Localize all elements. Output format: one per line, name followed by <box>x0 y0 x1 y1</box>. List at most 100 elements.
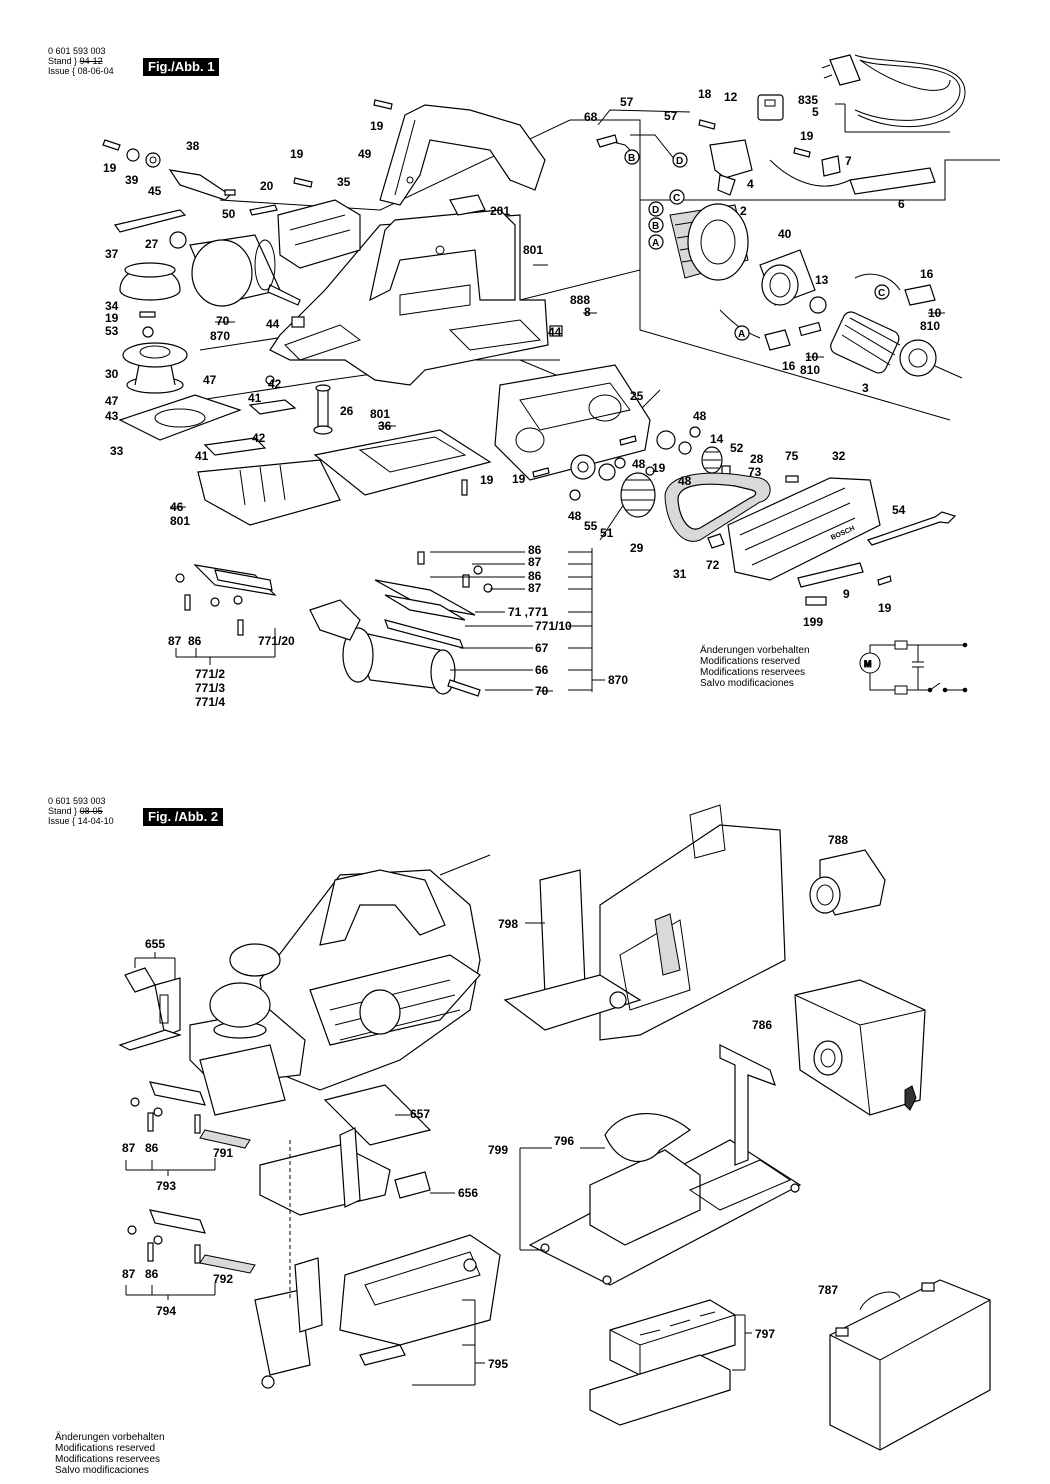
svg-text:201: 201 <box>490 204 510 218</box>
switch-4 <box>709 139 753 196</box>
svg-text:28: 28 <box>750 452 764 466</box>
svg-text:47: 47 <box>203 373 217 387</box>
scale-plate-43 <box>118 394 242 441</box>
svg-text:57: 57 <box>664 109 678 123</box>
blade-kit-792 <box>127 1209 256 1274</box>
svg-text:B: B <box>628 153 635 164</box>
bearing-55 <box>570 454 596 480</box>
svg-text:50: 50 <box>222 207 236 221</box>
fig1-issue-row: Issue { 08-06-04 <box>48 66 114 76</box>
svg-text:786: 786 <box>752 1018 772 1032</box>
cutter-drum-870 <box>189 234 301 307</box>
svg-text:13: 13 <box>815 273 829 287</box>
nut-44-left <box>291 316 305 328</box>
brush-10-lower <box>798 321 822 337</box>
svg-text:19: 19 <box>290 147 304 161</box>
svg-text:A: A <box>738 329 745 340</box>
marker-d: D <box>648 201 664 217</box>
bracket-794 <box>125 1283 216 1300</box>
svg-text:656: 656 <box>458 1186 478 1200</box>
circuit-schematic: M <box>859 640 968 695</box>
fig2-part-labels: 655 798 788 786 657 656 87 86 791 793 87… <box>122 833 848 1371</box>
screws <box>139 99 892 586</box>
strike-marks <box>170 264 945 692</box>
svg-text:52: 52 <box>730 441 744 455</box>
knob-34 <box>119 262 181 301</box>
svg-text:73: 73 <box>748 465 762 479</box>
bracket-793 <box>125 1158 216 1176</box>
svg-text:68: 68 <box>584 110 598 124</box>
svg-text:48: 48 <box>678 474 692 488</box>
label-46: 46 <box>170 500 184 514</box>
label-9 <box>797 562 864 588</box>
label-771-4: 771/4 <box>195 695 225 709</box>
svg-text:B: B <box>652 221 659 232</box>
label-771-10: 771/10 <box>535 619 572 633</box>
svg-text:67: 67 <box>535 641 549 655</box>
washer-53 <box>142 326 154 338</box>
svg-text:16: 16 <box>782 359 796 373</box>
bracket-799 <box>519 1147 605 1251</box>
label-10-lower: 10 <box>805 350 819 364</box>
marker-d-upper: D <box>672 152 688 168</box>
svg-text:39: 39 <box>125 173 139 187</box>
svg-text:19: 19 <box>480 473 494 487</box>
label-36: 36 <box>378 419 392 433</box>
svg-text:18: 18 <box>698 87 712 101</box>
stand-798 <box>503 804 786 1041</box>
fig2-drawing: 655 798 788 786 657 656 87 86 791 793 87… <box>118 804 991 1451</box>
label-835: 835 <box>798 93 818 107</box>
label-810-lower: 810 <box>800 363 820 377</box>
svg-text:41: 41 <box>195 449 209 463</box>
switch-cover-35 <box>277 199 361 269</box>
front-knob <box>209 982 271 1039</box>
power-cable-6 <box>769 54 966 195</box>
planer-housing <box>269 209 549 386</box>
svg-text:2: 2 <box>740 204 747 218</box>
notes-fig2: Änderungen vorbehalten Modifications res… <box>55 1432 165 1476</box>
note-line: Modifications reserved <box>700 656 801 667</box>
svg-text:25: 25 <box>630 389 644 403</box>
svg-text:A: A <box>652 238 659 249</box>
fig1-doc-number: 0 601 593 003 <box>48 46 106 56</box>
note-line: Salvo modificaciones <box>700 678 794 689</box>
bracket-870 <box>430 548 605 692</box>
svg-text:87: 87 <box>122 1141 136 1155</box>
svg-text:86: 86 <box>145 1267 159 1281</box>
bracket-655 <box>134 952 176 980</box>
svg-text:87: 87 <box>122 1267 136 1281</box>
marker-c-right: C <box>874 284 890 300</box>
base-plate-36 <box>313 429 492 496</box>
drive-belt-31 <box>664 472 771 542</box>
label-801-mid: 801 <box>370 407 390 421</box>
planer-assembled <box>189 854 491 1116</box>
blade-kit-791 <box>130 1081 251 1149</box>
svg-text:M: M <box>864 659 872 669</box>
blade-holder-771 <box>175 564 277 636</box>
label-771-3: 771/3 <box>195 681 225 695</box>
label-5: 5 <box>812 105 819 119</box>
label-199 <box>805 596 827 606</box>
svg-text:45: 45 <box>148 184 162 198</box>
svg-text:798: 798 <box>498 917 518 931</box>
svg-text:26: 26 <box>340 404 354 418</box>
armature-3 <box>830 311 963 379</box>
dust-bag-786 <box>794 979 926 1116</box>
svg-text:86: 86 <box>145 1141 159 1155</box>
bracket-771 <box>175 628 276 665</box>
cutter-drum-66 <box>342 627 481 697</box>
svg-text:35: 35 <box>337 175 351 189</box>
svg-text:19: 19 <box>512 472 526 486</box>
brush-16-lower <box>764 329 791 351</box>
svg-text:37: 37 <box>105 247 119 261</box>
fig2-issue-label: Issue <box>48 816 70 826</box>
fig2-issue-value: 14-04-10 <box>77 816 114 826</box>
svg-text:791: 791 <box>213 1146 233 1160</box>
svg-text:43: 43 <box>105 409 119 423</box>
guide-655 <box>118 967 182 1051</box>
bracket-795 <box>412 1299 485 1386</box>
svg-text:27: 27 <box>145 237 159 251</box>
fig1-label: Fig./Abb. 1 <box>143 58 220 76</box>
lead-c <box>854 273 901 291</box>
